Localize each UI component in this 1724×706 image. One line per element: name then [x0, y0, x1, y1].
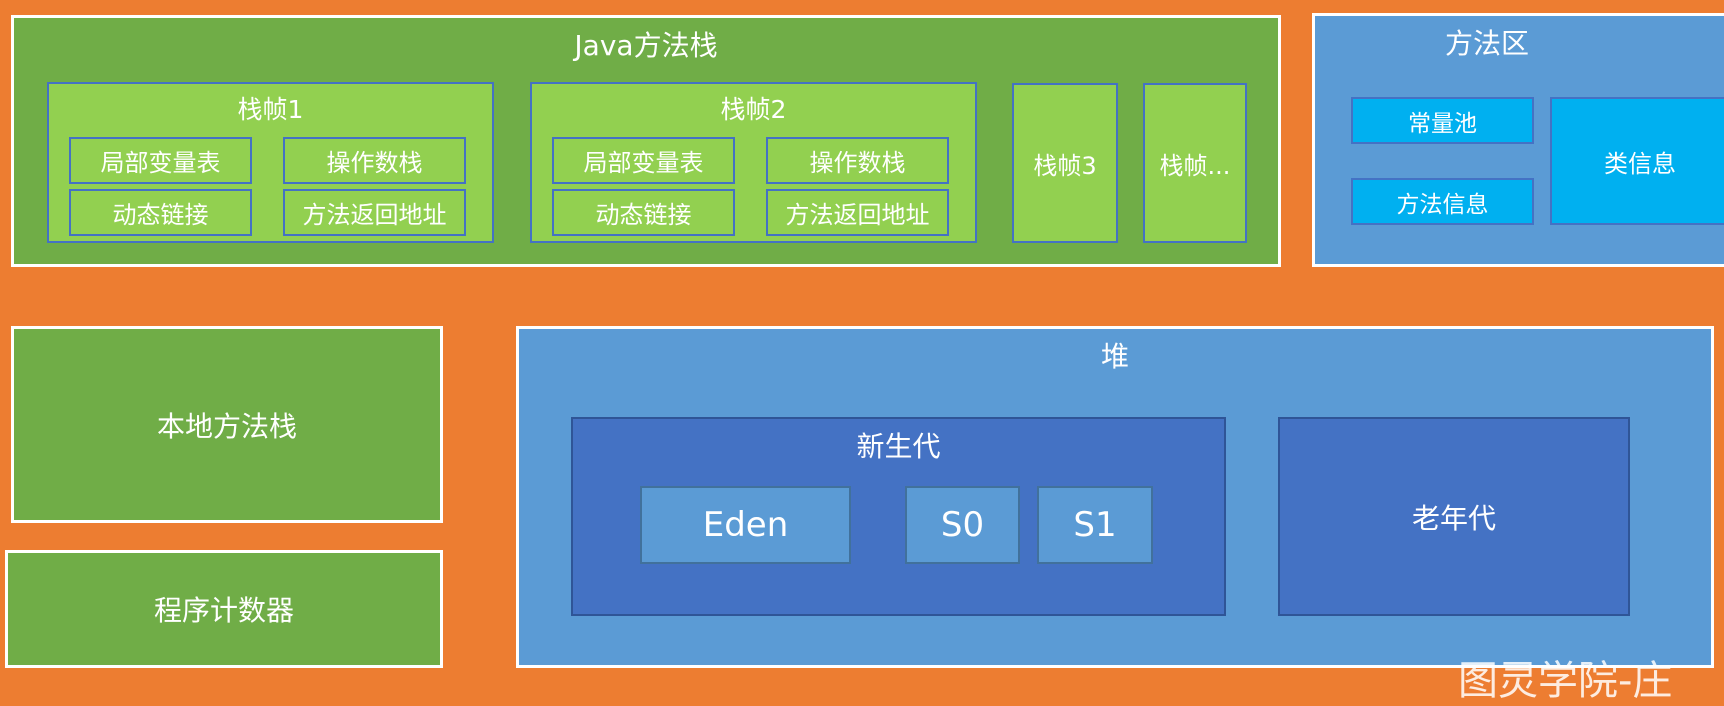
- dynamic-link: 动态链接: [552, 189, 735, 236]
- eden-space: Eden: [640, 486, 851, 564]
- operand-stack: 操作数栈: [766, 137, 949, 184]
- class-info: 类信息: [1550, 97, 1724, 225]
- java-method-stack-title: Java方法栈: [574, 29, 718, 62]
- java-method-stack: Java方法栈 栈帧1 局部变量表 操作数栈 动态链接 方法返回地址 栈帧2 局…: [11, 15, 1281, 267]
- survivor-s1: S1: [1037, 486, 1153, 564]
- survivor-s0: S0: [905, 486, 1020, 564]
- old-generation: 老年代: [1278, 417, 1630, 616]
- heap-title: 堆: [1100, 340, 1129, 373]
- stack-frame-1: 栈帧1 局部变量表 操作数栈 动态链接 方法返回地址: [47, 82, 494, 243]
- stack-frame-1-title: 栈帧1: [237, 95, 304, 124]
- stack-frame-2-title: 栈帧2: [720, 95, 787, 124]
- young-generation: 新生代 Eden S0 S1: [571, 417, 1226, 616]
- stack-frame-2: 栈帧2 局部变量表 操作数栈 动态链接 方法返回地址: [530, 82, 977, 243]
- method-area: 方法区 常量池 方法信息 类信息: [1312, 13, 1724, 267]
- method-return-address: 方法返回地址: [283, 189, 466, 236]
- dynamic-link: 动态链接: [69, 189, 252, 236]
- constant-pool: 常量池: [1351, 97, 1534, 144]
- method-area-title: 方法区: [1444, 27, 1529, 60]
- stack-frame-3: 栈帧3: [1012, 83, 1118, 243]
- young-generation-title: 新生代: [856, 430, 941, 463]
- program-counter: 程序计数器: [5, 550, 443, 668]
- local-variable-table: 局部变量表: [552, 137, 735, 184]
- local-variable-table: 局部变量表: [69, 137, 252, 184]
- stack-frame-more: 栈帧...: [1143, 83, 1247, 243]
- native-method-stack: 本地方法栈: [11, 326, 443, 523]
- watermark-text: 图灵学院-庄: [1458, 658, 1673, 704]
- heap: 堆 新生代 Eden S0 S1 老年代: [516, 326, 1714, 668]
- method-return-address: 方法返回地址: [766, 189, 949, 236]
- method-info: 方法信息: [1351, 178, 1534, 225]
- operand-stack: 操作数栈: [283, 137, 466, 184]
